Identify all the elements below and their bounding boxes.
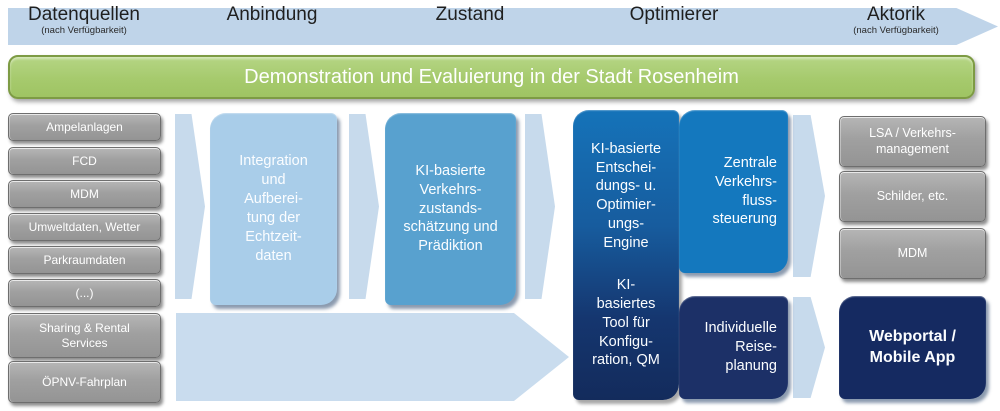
phase-anbindung: Anbindung [227,5,318,25]
source-ampelanlagen: Ampelanlagen [8,113,161,141]
source-mdm: MDM [8,180,161,208]
actor-label: MDM [897,245,928,260]
phase-label: Datenquellen [28,4,140,25]
box-integration-label: Integration und Aufberei- tung der Echtz… [239,153,308,264]
source-label: Parkraumdaten [43,252,126,267]
flow-chevron-5 [793,297,825,398]
phase-optimierer: Optimierer [630,5,719,25]
box-state-estimation: KI-basierte Verkehrs- zustands- schätzun… [385,113,516,305]
phase-label: Aktorik [866,4,926,25]
source-label: Ampelanlagen [46,119,123,134]
source-sharing-rental: Sharing & Rental Services [8,313,161,358]
source-oepnv-fahrplan: ÖPNV-Fahrplan [8,361,161,403]
source-parkraumdaten: Parkraumdaten [8,246,161,274]
phase-aktorik: Aktorik (nach Verfügbarkeit) [853,5,939,36]
actor-mdm: MDM [839,228,986,279]
source-label: ÖPNV-Fahrplan [42,374,127,389]
actor-lsa-verkehrsmanagement: LSA / Verkehrs- management [839,116,986,167]
box-integration: Integration und Aufberei- tung der Echtz… [210,113,337,305]
source-label: MDM [70,186,99,201]
optimizer-tool-label: KI- basiertes Tool für Konfigu- ration, … [592,277,660,369]
demonstration-banner-title: Demonstration und Evaluierung in der Sta… [244,65,739,88]
webportal-label: Webportal / Mobile App [869,327,956,366]
box-optimizer-engine: KI-basierte Entschei- dungs- u. Optimier… [573,110,679,400]
demonstration-banner: Demonstration und Evaluierung in der Sta… [8,55,975,99]
actor-schilder: Schilder, etc. [839,171,986,222]
actor-label: LSA / Verkehrs- management [869,125,956,156]
source-fcd: FCD [8,147,161,175]
box-central-flow-control: Zentrale Verkehrs- fluss- steuerung [679,110,788,273]
phase-label: Anbindung [226,4,318,25]
phase-sublabel: (nach Verfügbarkeit) [41,24,127,36]
bottom-flow-arrow [176,313,569,401]
flow-chevron-2 [349,114,379,299]
source-umweltdaten: Umweltdaten, Wetter [8,213,161,241]
box-individual-planning: Individuelle Reise- planung [679,296,788,399]
phase-label: Zustand [435,4,505,25]
central-flow-label: Zentrale Verkehrs- fluss- steuerung [712,154,778,228]
source-label: (...) [75,285,94,300]
phase-datenquellen: Datenquellen (nach Verfügbarkeit) [28,5,140,36]
phase-band-arrow [8,8,998,45]
source-more: (...) [8,279,161,307]
flow-chevron-1 [175,114,205,299]
phase-label: Optimierer [629,4,719,25]
phase-sublabel: (nach Verfügbarkeit) [853,24,939,36]
phase-zustand: Zustand [436,5,505,25]
source-label: FCD [72,153,97,168]
source-label: Umweltdaten, Wetter [28,219,141,234]
flow-chevron-4 [793,115,825,277]
individual-planning-label: Individuelle Reise- planung [704,320,777,374]
box-webportal-mobile-app: Webportal / Mobile App [839,296,986,399]
flow-chevron-3 [525,114,555,299]
actor-label: Schilder, etc. [876,188,949,203]
optimizer-engine-label: KI-basierte Entschei- dungs- u. Optimier… [590,140,662,251]
source-label: Sharing & Rental Services [39,320,130,350]
box-state-label: KI-basierte Verkehrs- zustands- schätzun… [403,162,498,255]
